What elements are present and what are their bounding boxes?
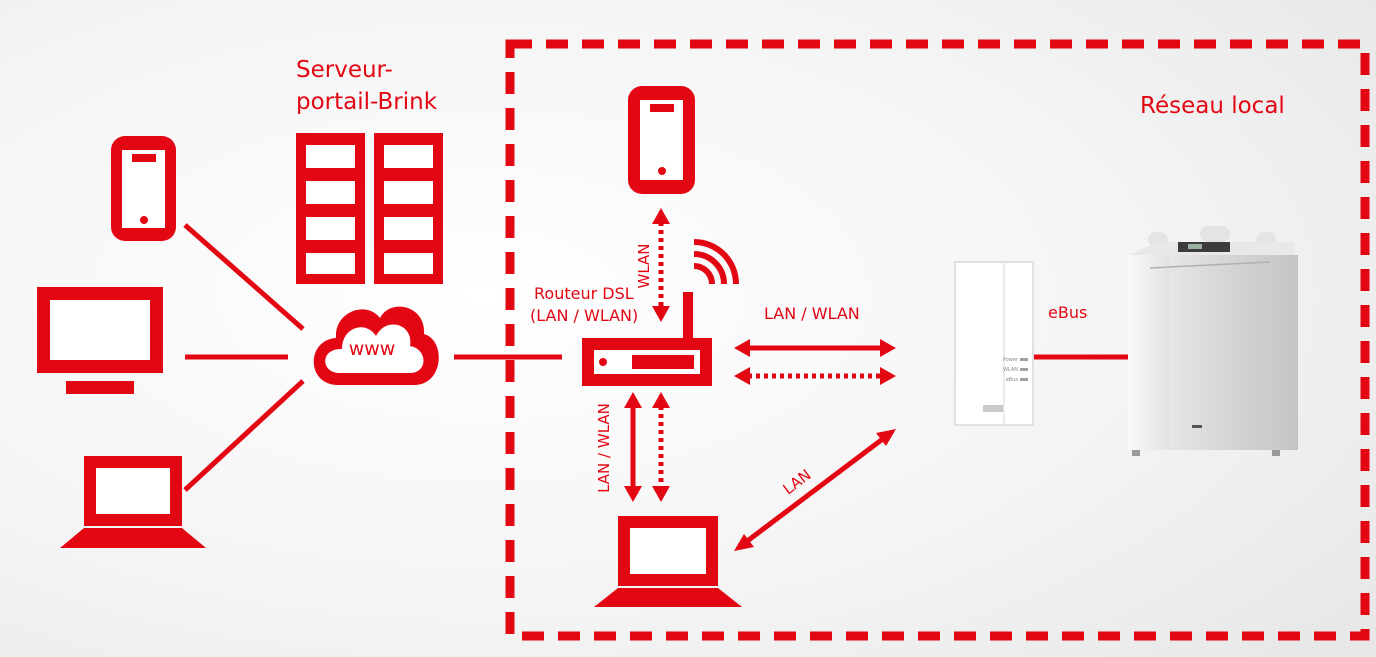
gateway-led-power: Power — [1003, 357, 1019, 363]
lan-wlan-down-label: LAN / WLAN — [595, 403, 613, 493]
lan-wlan-vertical-dotted-arrow — [652, 392, 670, 502]
local-network-frame — [505, 39, 1370, 641]
cloud-icon — [313, 306, 439, 385]
lan-wlan-vertical-solid-arrow — [624, 392, 642, 502]
gateway-led-ebus: eBus — [1006, 377, 1019, 383]
lan-wlan-dotted-arrow — [734, 367, 896, 385]
gateway-led-wlan: WLAN — [1003, 367, 1018, 373]
wifi-waves-icon — [693, 239, 739, 285]
smartphone-icon-left — [111, 136, 176, 241]
smartphone-icon-top — [628, 86, 695, 194]
router-label-line1: Routeur DSL — [534, 284, 634, 303]
local-network-label: Réseau local — [1140, 93, 1285, 119]
lan-wlan-right-label: LAN / WLAN — [764, 304, 860, 323]
laptop-icon-bottom — [594, 516, 742, 607]
ventilation-unit-device — [1128, 226, 1298, 456]
laptop-icon-left — [60, 456, 206, 548]
ebus-gateway-device: Power WLAN eBus — [954, 261, 1034, 426]
wlan-phone-label: WLAN — [635, 243, 653, 288]
lan-diagonal-arrow — [734, 429, 896, 551]
server-label-line2: portail-Brink — [296, 89, 438, 115]
cloud-label: www — [349, 338, 396, 360]
router-label-line2: (LAN / WLAN) — [530, 306, 638, 325]
ebus-label: eBus — [1048, 303, 1087, 322]
server-label-line1: Serveur- — [296, 57, 393, 83]
server-icon — [296, 133, 443, 284]
lan-wlan-solid-arrow — [734, 339, 896, 357]
internet-connections — [183, 223, 562, 492]
desktop-monitor-icon — [37, 287, 163, 394]
wlan-phone-arrow — [652, 208, 670, 322]
dsl-router-icon — [582, 292, 712, 386]
